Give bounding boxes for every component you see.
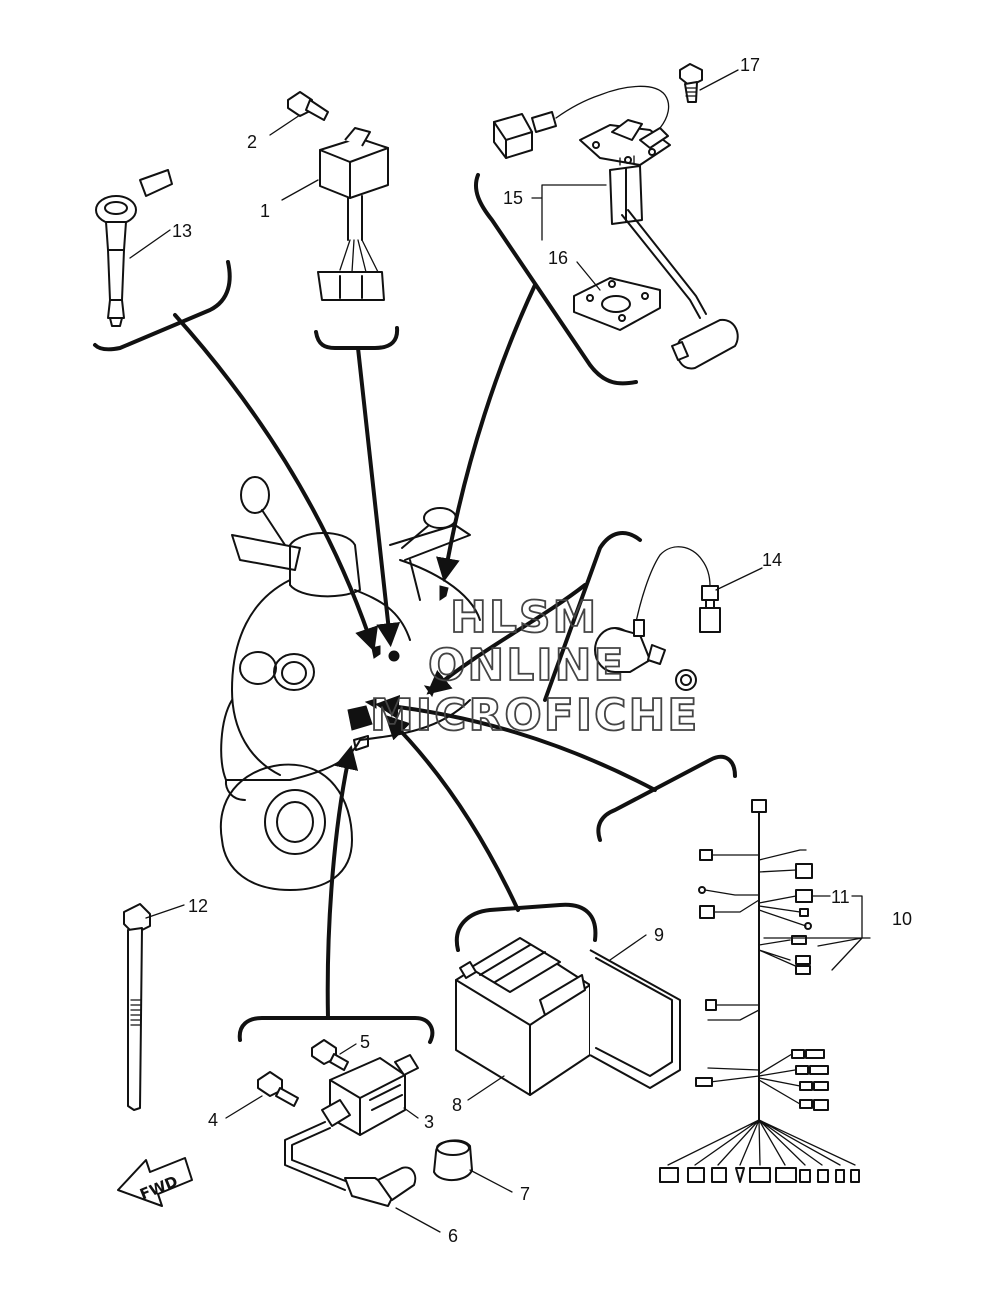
fuel-sender: [493, 63, 739, 370]
spark-plug-lead: [95, 169, 173, 327]
callout-2: 2: [247, 132, 257, 152]
callout-4: 4: [208, 1110, 218, 1130]
callout-leaders: [129, 69, 871, 1233]
watermark-line-3: MICROFICHE: [370, 690, 699, 741]
bolt-5: [311, 1039, 349, 1071]
callout-1: 1: [260, 201, 270, 221]
wire-harness: [659, 799, 860, 1183]
cdi-unit: [317, 127, 389, 301]
bolt-2: [287, 91, 329, 121]
callout-11: 11: [831, 887, 850, 907]
callout-13: 13: [172, 221, 192, 241]
watermark: HLSM ONLINE MICROFICHE: [369, 591, 699, 742]
ignition-coil: [321, 1054, 419, 1136]
cable-tie: [123, 903, 151, 1111]
watermark-line-1: HLSM: [450, 592, 598, 643]
callout-5: 5: [360, 1032, 370, 1052]
scooter-outline: [219, 476, 481, 891]
callout-10: 10: [892, 909, 912, 929]
callout-12: 12: [188, 896, 208, 916]
callout-8: 8: [452, 1095, 462, 1115]
callout-6: 6: [448, 1226, 458, 1246]
callout-9: 9: [654, 925, 664, 945]
callout-7: 7: [520, 1184, 530, 1204]
battery: [455, 937, 591, 1096]
callout-14: 14: [762, 550, 782, 570]
battery-cover: [589, 949, 681, 1089]
forward-direction-arrow: FWD: [117, 1157, 193, 1207]
callout-15: 15: [503, 188, 523, 208]
bolt-4: [257, 1071, 299, 1107]
callout-3: 3: [424, 1112, 434, 1132]
callout-16: 16: [548, 248, 568, 268]
callout-17: 17: [740, 55, 760, 75]
high-tension-lead: [284, 1121, 417, 1207]
callout-numbers: 1 2 3 4 5 6 7 8 9 10 11 12 13 14 15 16 1…: [172, 55, 912, 1246]
plug-cap-7: [433, 1139, 473, 1181]
watermark-line-2: ONLINE: [428, 640, 626, 691]
group-brackets: [93, 173, 737, 1044]
switch-assembly: [594, 546, 721, 691]
